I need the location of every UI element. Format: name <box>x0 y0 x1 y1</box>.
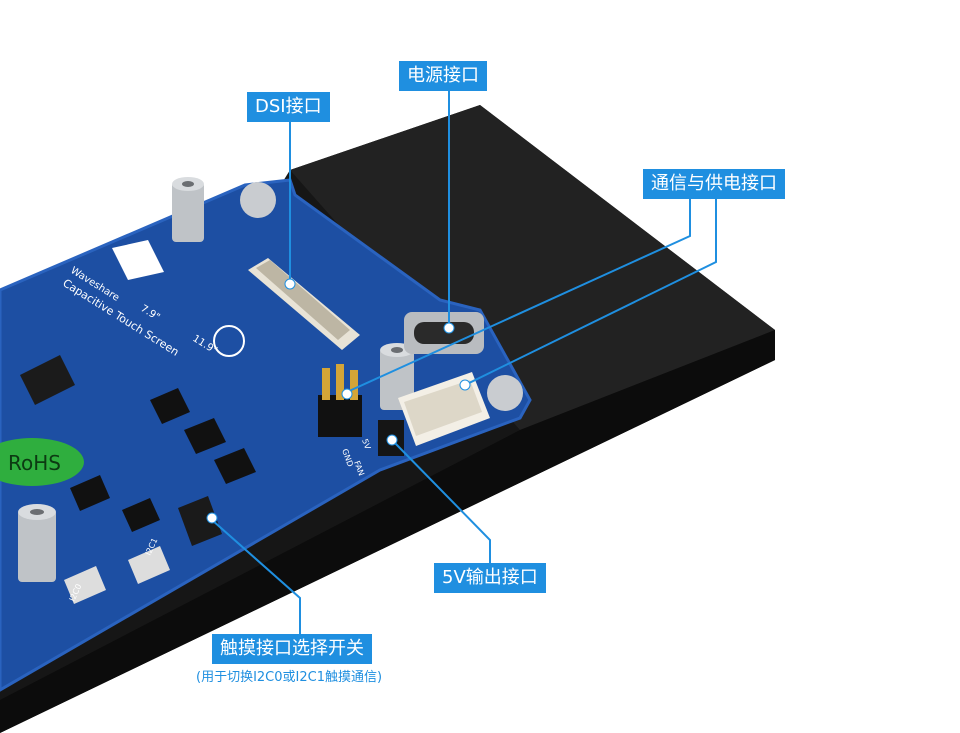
dsi-connector <box>248 258 360 350</box>
rohs-sticker: RoHS <box>0 438 84 486</box>
standoff <box>172 177 204 242</box>
callout-leaders <box>211 90 717 634</box>
chips <box>20 355 256 604</box>
screw-hole <box>240 182 276 218</box>
touch-switch-note: (用于切换I2C0或I2C1触摸通信) <box>196 670 383 685</box>
usb-c-port <box>404 312 484 354</box>
standoff <box>18 504 56 582</box>
callout-5v-output: 5V输出接口 <box>434 563 546 593</box>
callout-touch-switch: 触摸接口选择开关 <box>212 634 372 664</box>
callout-dsi: DSI接口 <box>247 92 330 122</box>
circle-marking <box>213 325 245 357</box>
jst-connector <box>398 372 490 446</box>
callout-dots <box>206 278 471 524</box>
callout-power: 电源接口 <box>399 61 487 91</box>
rohs-label: RoHS <box>8 451 61 475</box>
pin-label-5v: 5V <box>360 438 372 451</box>
pogo-pin-header <box>318 364 362 437</box>
callout-comm-power: 通信与供电接口 <box>643 169 785 199</box>
screw-hole <box>487 375 523 411</box>
